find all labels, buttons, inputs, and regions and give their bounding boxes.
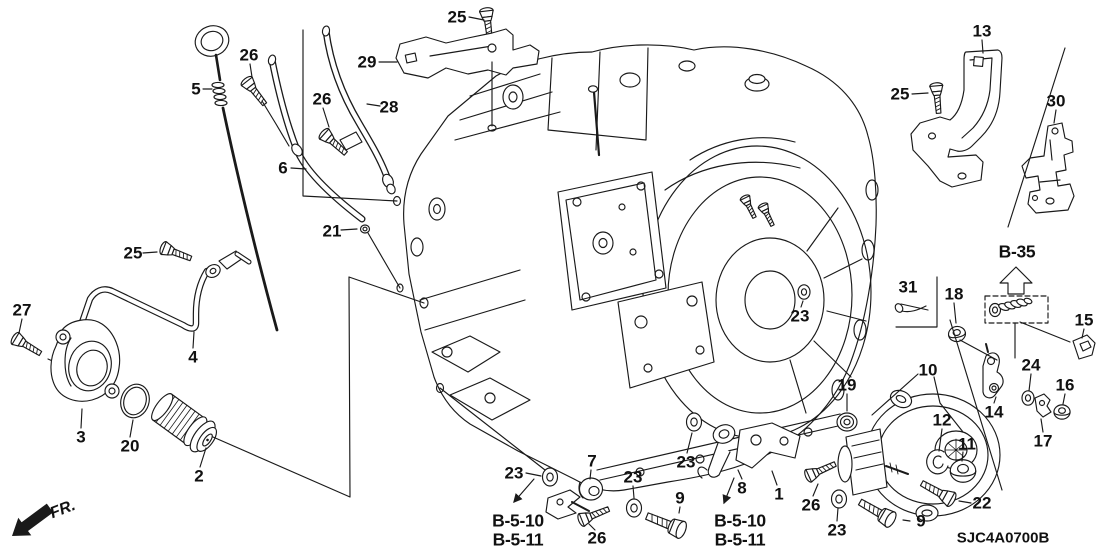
bolt-26-c [802, 457, 839, 484]
bracket-29 [396, 29, 539, 78]
washer-23-c [830, 489, 848, 509]
pawl-17 [1035, 394, 1051, 417]
nut-16 [1053, 404, 1071, 420]
atf-pipe-28 [322, 25, 397, 195]
leader-lines [19, 17, 1084, 530]
bolt-25-right [929, 81, 946, 115]
bolt-25-left [157, 240, 194, 266]
o-ring-20 [116, 381, 153, 422]
clip-15 [1073, 335, 1095, 359]
b35-spring-part [985, 296, 1048, 323]
washer-23-top [797, 284, 811, 300]
bracket-1 [736, 423, 800, 468]
bolt-27 [8, 330, 45, 360]
washer-24 [1021, 390, 1035, 406]
nut-18 [946, 324, 968, 344]
diagram-code: SJC4A0700B [956, 529, 1050, 547]
bolt-26-a [238, 74, 271, 109]
washer-23-e [685, 412, 703, 432]
control-lever-14 [983, 344, 1003, 398]
cotter-pin-31 [894, 302, 928, 313]
lock-washer-12 [927, 450, 948, 474]
cover-3 [51, 320, 120, 401]
bracket-13 [911, 50, 1002, 187]
grommet-21 [361, 225, 370, 233]
dipstick [191, 21, 277, 330]
washer-19 [837, 413, 857, 431]
filter-2 [147, 389, 223, 458]
washer-23-b [625, 498, 643, 518]
transmission-case [394, 45, 879, 491]
bracket-30 [1022, 123, 1074, 213]
fr-arrow-icon [12, 503, 54, 536]
stay-bracket [546, 490, 589, 519]
harness-clamp-8 [698, 422, 737, 478]
collar-7 [579, 478, 603, 500]
nut-11 [949, 458, 977, 484]
bolt-9-a [642, 507, 690, 541]
washer-23-a [541, 467, 559, 487]
b35-up-arrow-icon [1000, 267, 1032, 294]
